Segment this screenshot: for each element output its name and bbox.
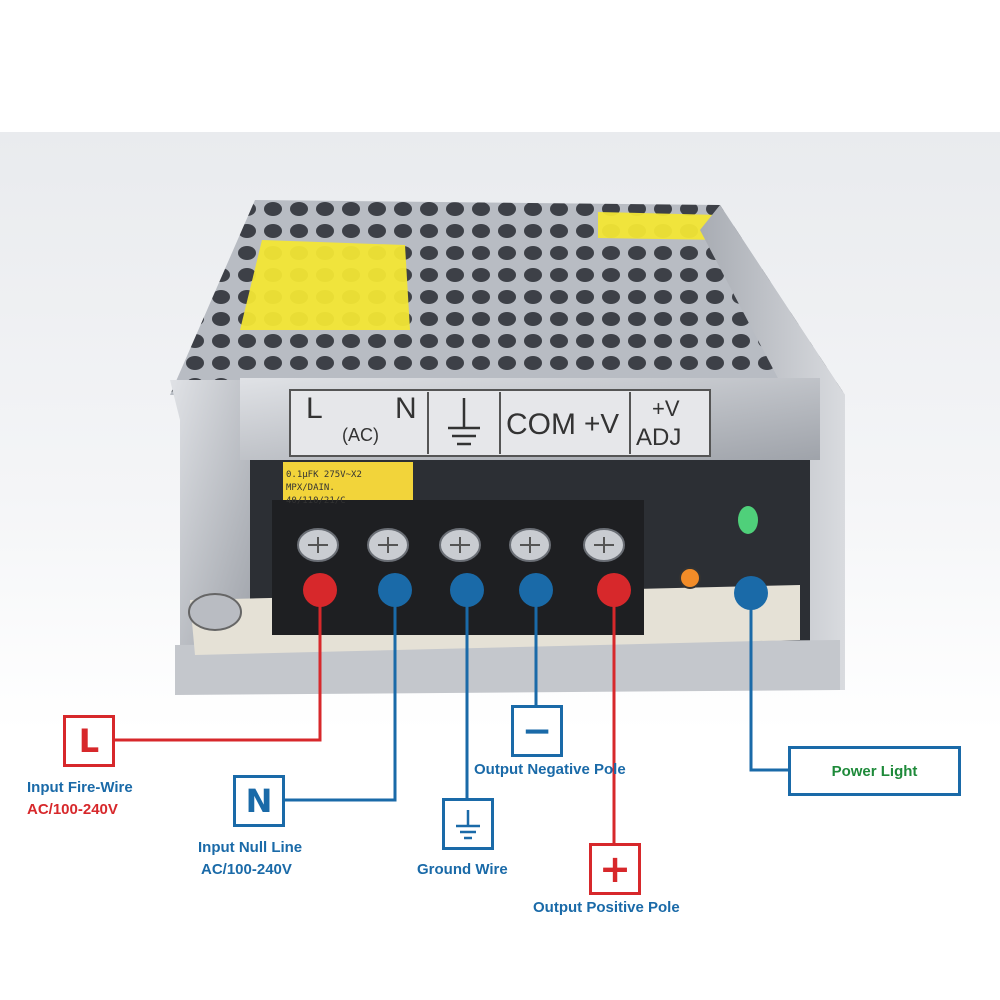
terminal-label-adj-bottom: ADJ bbox=[636, 424, 682, 451]
positive-label: Output Positive Pole bbox=[533, 899, 680, 916]
negative-label: Output Negative Pole bbox=[474, 761, 626, 778]
adjust-potentiometer bbox=[679, 567, 701, 589]
power-light-marker bbox=[734, 576, 768, 610]
live-label: Input Fire-Wire bbox=[27, 779, 133, 796]
terminal-label-com: COM bbox=[506, 408, 576, 441]
live-terminal-marker bbox=[303, 573, 337, 607]
neutral-connector-line bbox=[283, 590, 397, 802]
ground-icon bbox=[448, 398, 480, 446]
terminal-label-ac: (AC) bbox=[342, 425, 379, 445]
mounting-screw bbox=[188, 593, 242, 631]
power-light-connector-line bbox=[749, 590, 789, 772]
live-symbol-box: L bbox=[63, 715, 115, 767]
warning-sticker bbox=[598, 212, 725, 240]
positive-symbol-box: + bbox=[589, 843, 641, 895]
neutral-terminal-marker bbox=[378, 573, 412, 607]
left-side-panel bbox=[170, 380, 250, 650]
neutral-voltage: AC/100-240V bbox=[201, 861, 292, 878]
terminal-label-adj-top: +V bbox=[652, 396, 680, 421]
live-voltage: AC/100-240V bbox=[27, 801, 118, 818]
power-light-box: Power Light bbox=[788, 746, 961, 796]
warning-sticker bbox=[240, 240, 410, 330]
neutral-label: Input Null Line bbox=[198, 839, 303, 856]
ground-icon bbox=[456, 810, 480, 840]
capacitor-text-3: 40/110/21/C bbox=[286, 496, 346, 506]
negative-terminal-marker bbox=[519, 573, 553, 607]
neutral-symbol-box: N bbox=[233, 775, 285, 827]
green-led bbox=[738, 506, 758, 534]
positive-terminal-marker bbox=[597, 573, 631, 607]
terminal-label-plus-v: +V bbox=[584, 408, 620, 439]
negative-symbol-box: − bbox=[511, 705, 563, 757]
ground-label: Ground Wire bbox=[417, 861, 508, 878]
ground-terminal-marker bbox=[450, 573, 484, 607]
capacitor-text-1: 0.1μFK 275V~X2 bbox=[286, 470, 362, 480]
base-plate bbox=[175, 640, 840, 695]
live-connector-line bbox=[114, 590, 322, 742]
terminal-label-n: N bbox=[395, 392, 417, 425]
capacitor-text-2: MPX/DAIN. bbox=[286, 483, 335, 493]
ground-symbol-box bbox=[442, 798, 494, 850]
terminal-block bbox=[272, 500, 644, 635]
terminal-label-l: L bbox=[306, 392, 323, 425]
